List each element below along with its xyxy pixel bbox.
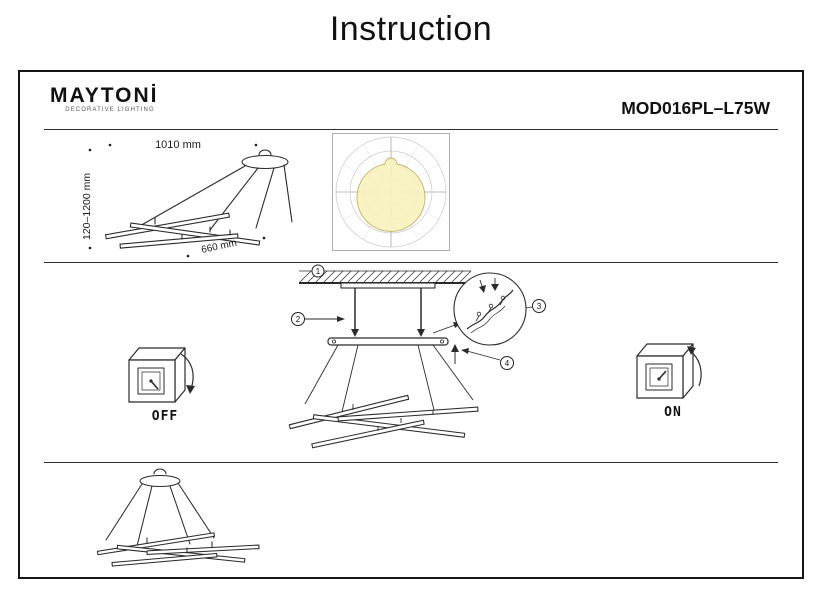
light-distribution-area [356, 157, 426, 232]
brand-tagline: DECORATIVE LIGHTING [65, 107, 155, 113]
width-dimension-label: 1010 mm [155, 139, 201, 151]
callout-4-number: 4 [505, 359, 510, 368]
light-bars [288, 394, 479, 449]
model-number: MOD016PL–L75W [621, 98, 770, 118]
assembled-lamp-drawing [96, 468, 260, 567]
page-title: Instruction [329, 10, 493, 48]
callout-4: 4 [500, 356, 514, 370]
lift-up-arrow [451, 344, 459, 364]
callout-2: 2 [291, 312, 305, 326]
mounting-plate [340, 282, 436, 289]
switch-on-icon [636, 343, 702, 399]
lamp-outline [104, 149, 293, 249]
hanging-hook [153, 468, 167, 475]
canopy [241, 154, 289, 170]
lamp-dimension-drawing: 1010 mm 120–1200 mm 660 mm [81, 139, 293, 258]
instruction-frame: MAYTONİ DECORATIVE LIGHTING MOD016PL–L75… [18, 70, 804, 579]
canopy [139, 474, 181, 488]
section-divider-2 [44, 462, 778, 463]
callout-1: 1 [311, 264, 325, 278]
detail-circle [453, 272, 527, 346]
section-divider-1 [44, 262, 778, 263]
ceiling-hatching [298, 270, 472, 284]
callout-3: 3 [532, 299, 546, 313]
brand-logo: MAYTONİ DECORATIVE LIGHTING [50, 85, 170, 113]
brand-name: MAYTONİ [50, 84, 159, 107]
callout-3-leader [525, 306, 533, 309]
ceiling [298, 270, 472, 284]
height-dimension-label: 120–1200 mm [81, 173, 93, 240]
power-off-indicator: OFF [120, 340, 210, 424]
canopy [327, 337, 449, 346]
callout-2-number: 2 [296, 315, 301, 324]
mounting-assembly [327, 282, 449, 346]
ceiling-installation-diagram: 1 2 3 4 [288, 264, 546, 449]
header-divider [44, 129, 778, 130]
callout-2-arrow [305, 316, 345, 322]
on-label: ON [664, 405, 682, 420]
power-on-indicator: ON [628, 336, 718, 420]
photometric-diagram [332, 133, 450, 251]
callout-3-number: 3 [537, 302, 542, 311]
dimension-labels: 1010 mm 120–1200 mm 660 mm [81, 139, 266, 258]
off-label: OFF [151, 409, 179, 424]
suspension-wires [304, 344, 474, 417]
switch-off-icon [128, 347, 195, 403]
hanging-hook [258, 149, 272, 156]
callout-4-leader [461, 348, 501, 361]
callout-1-number: 1 [316, 267, 321, 276]
